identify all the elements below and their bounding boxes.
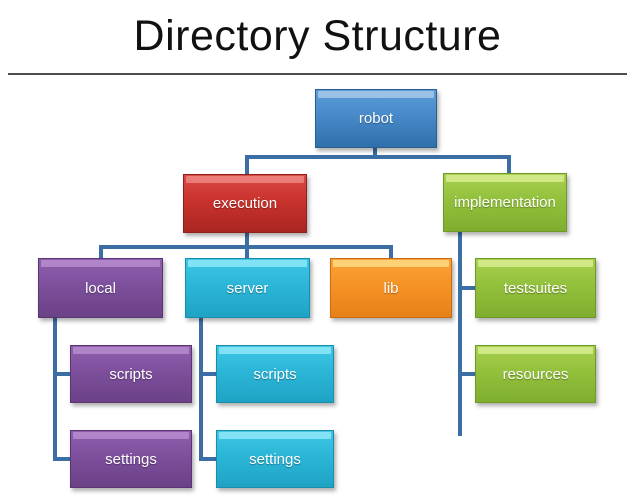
node-execution[interactable]: execution <box>183 174 307 233</box>
connector-resources-arm <box>458 372 477 376</box>
connector-local-scripts-arm <box>53 372 72 376</box>
connector-execution-stem <box>245 233 249 247</box>
node-server-settings[interactable]: settings <box>216 430 334 488</box>
connector-lib-drop <box>389 245 393 260</box>
connector-server-drop <box>245 245 249 260</box>
connector-local-spine <box>53 318 57 461</box>
node-server-scripts[interactable]: scripts <box>216 345 334 403</box>
node-local-scripts-label: scripts <box>109 365 153 383</box>
node-robot-label: robot <box>358 110 394 127</box>
node-local[interactable]: local <box>38 258 163 318</box>
node-execution-label: execution <box>212 195 278 212</box>
title-divider <box>8 73 627 75</box>
node-implementation[interactable]: implementation <box>443 173 567 232</box>
node-local-label: local <box>85 279 116 297</box>
node-implementation-label: implementation <box>454 194 556 211</box>
node-robot[interactable]: robot <box>315 89 437 148</box>
node-testsuites[interactable]: testsuites <box>475 258 596 318</box>
connector-local-settings-arm <box>53 457 72 461</box>
node-server-scripts-label: scripts <box>253 365 297 383</box>
connector-robot-stem <box>373 148 377 158</box>
connector-local-drop <box>99 245 103 260</box>
node-server[interactable]: server <box>185 258 310 318</box>
node-lib[interactable]: lib <box>330 258 452 318</box>
node-lib-label: lib <box>383 279 399 297</box>
node-local-settings[interactable]: settings <box>70 430 192 488</box>
connector-level1-bus <box>247 155 511 159</box>
connector-server-settings-arm <box>199 457 218 461</box>
node-server-settings-label: settings <box>249 450 301 468</box>
node-server-label: server <box>226 279 269 297</box>
connector-execution-drop <box>245 155 249 175</box>
node-local-scripts[interactable]: scripts <box>70 345 192 403</box>
node-resources-label: resources <box>502 365 569 383</box>
node-resources[interactable]: resources <box>475 345 596 403</box>
connector-implementation-drop <box>507 155 511 175</box>
connector-testsuites-arm <box>458 286 477 290</box>
connector-server-spine <box>199 318 203 461</box>
page-title: Directory Structure <box>133 12 502 60</box>
connector-server-scripts-arm <box>199 372 218 376</box>
node-local-settings-label: settings <box>105 450 157 468</box>
node-testsuites-label: testsuites <box>503 279 568 297</box>
connector-implementation-spine <box>458 232 462 436</box>
